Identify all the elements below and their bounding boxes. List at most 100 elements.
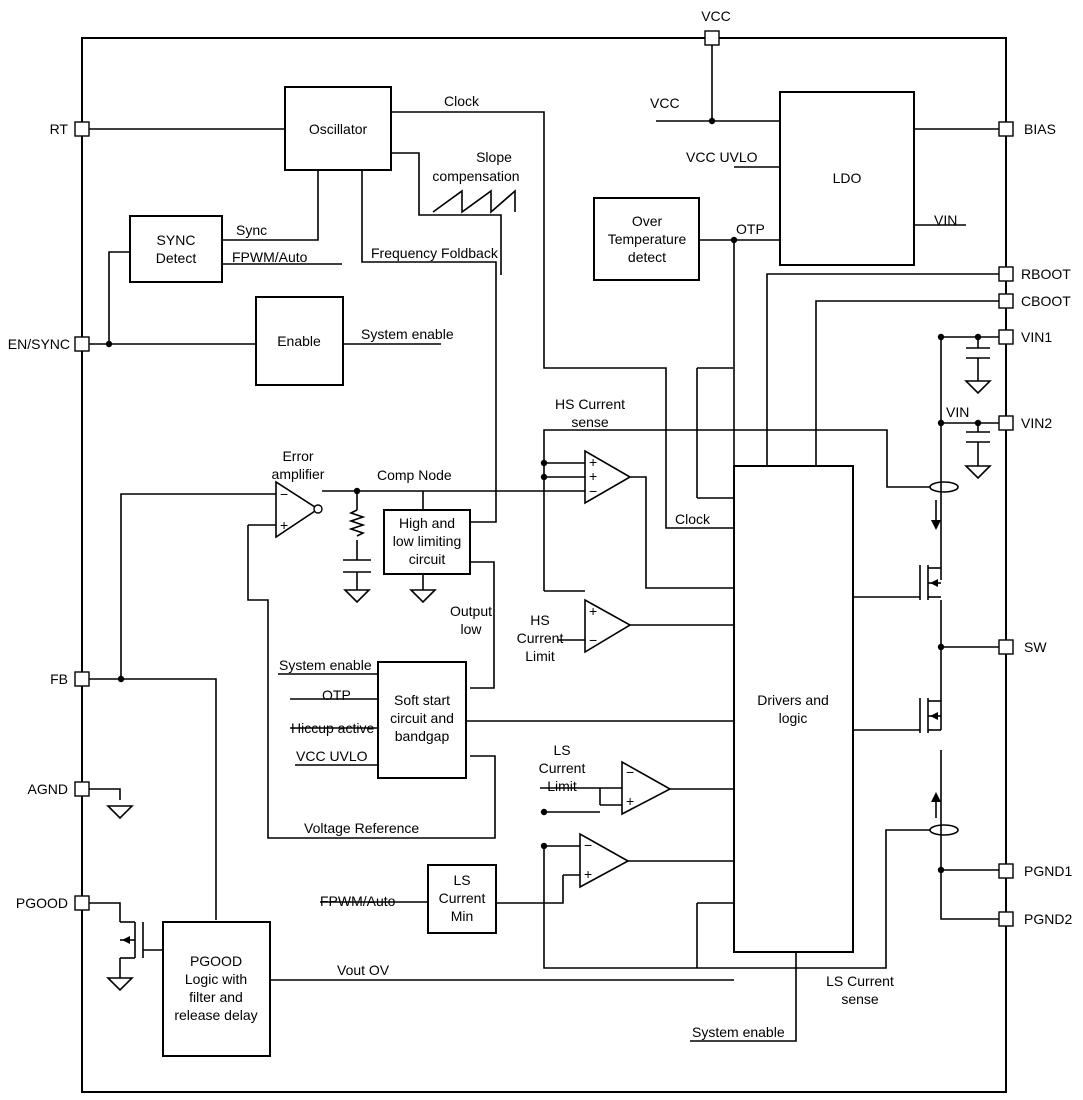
ground-icon (409, 589, 437, 604)
ls-current-min-comparator: − + (579, 832, 630, 889)
soft-start-label-2: circuit and (390, 710, 454, 726)
pin-agnd-label: AGND (28, 781, 68, 797)
svg-text:+: + (626, 793, 634, 809)
pin-cboot-label: CBOOT (1021, 293, 1071, 309)
sync-detect-label-1: SYNC (157, 232, 196, 248)
ls-current-min-block: LS Current Min (427, 864, 497, 934)
otp-label-1: Over (632, 213, 663, 229)
pin-pgnd2-label: PGND2 (1024, 911, 1072, 927)
svg-text:−: − (589, 483, 597, 499)
pgood-logic-label-1: PGOOD (190, 953, 242, 969)
oscillator-block: Oscillator (284, 86, 392, 171)
sync-label: Sync (236, 222, 267, 238)
ground-icon (964, 380, 992, 395)
hs-pwm-comparator: + + − (584, 449, 632, 505)
ss-otp-label: OTP (322, 687, 351, 703)
otp-label-3: detect (628, 249, 666, 265)
vcc-uvlo-label: VCC UVLO (686, 149, 758, 165)
fpwm-auto-ls-label: FPWM/Auto (320, 893, 396, 909)
vcc-input-label: VCC (650, 95, 680, 111)
ground-icon (964, 465, 992, 480)
oscillator-label: Oscillator (309, 121, 368, 137)
ls-min-label-1: LS (453, 872, 470, 888)
ls-min-label-2: Current (439, 890, 486, 906)
pin-pgnd1-label: PGND1 (1024, 863, 1072, 879)
junction-dots (105, 117, 982, 874)
vin1-capacitor (966, 347, 990, 359)
sync-detect-label-2: Detect (156, 250, 197, 266)
pin-pgood: PGOOD (16, 895, 90, 911)
pin-en-sync-label: EN/SYNC (8, 336, 70, 352)
sync-detect-block: SYNC Detect (129, 215, 223, 283)
enable-block: Enable (255, 296, 344, 386)
pin-vin1: VIN1 (998, 329, 1052, 345)
current-arrow-down-icon (931, 500, 941, 530)
pin-pgnd2: PGND2 (998, 911, 1072, 927)
frequency-foldback-label: Frequency Foldback (371, 245, 499, 261)
otp-label-2: Temperature (608, 231, 687, 247)
vout-ov-label: Vout OV (337, 962, 390, 978)
high-side-mosfet-icon (919, 565, 941, 600)
error-amplifier: − + (275, 480, 323, 539)
clock-driver-label: Clock (675, 511, 711, 527)
ground-icon (106, 805, 134, 820)
ss-system-enable-label: System enable (279, 657, 372, 673)
ls-min-label-3: Min (451, 908, 474, 924)
svg-text:−: − (584, 837, 592, 853)
pin-vin2: VIN2 (998, 415, 1052, 431)
hiccup-active-label: Hiccup active (291, 720, 374, 736)
pin-agnd: AGND (28, 781, 90, 797)
system-enable-label: System enable (361, 326, 454, 342)
ground-icon (343, 589, 371, 604)
ldo-block: LDO (779, 91, 915, 266)
ground-icon (106, 977, 134, 992)
limiting-label-3: circuit (409, 551, 446, 567)
hs-current-limit-label-2: Current (517, 630, 564, 646)
hs-current-sense-label-1: HS Current (555, 396, 625, 412)
slope-compensation-label-2: compensation (432, 168, 519, 184)
soft-start-block: Soft start circuit and bandgap (377, 661, 467, 779)
pgood-mosfet-icon (120, 921, 144, 959)
fpwm-auto-label: FPWM/Auto (232, 249, 308, 265)
hs-current-sense-icon (929, 481, 959, 493)
pin-rt-label: RT (50, 121, 69, 137)
sawtooth-icon (432, 189, 516, 214)
pin-cboot: CBOOT (998, 293, 1071, 309)
low-side-mosfet-icon (919, 698, 941, 733)
pin-rt: RT (50, 121, 90, 137)
drivers-label-2: logic (779, 710, 808, 726)
pin-vcc-label: VCC (701, 8, 731, 24)
ls-current-limit-label-1: LS (553, 742, 570, 758)
ls-current-sense-label-1: LS Current (826, 973, 894, 989)
pgood-logic-label-3: filter and (189, 989, 243, 1005)
vin2-capacitor (966, 431, 990, 443)
pin-bias-label: BIAS (1024, 121, 1056, 137)
hs-current-sense-label-2: sense (571, 414, 609, 430)
pgood-logic-block: PGOOD Logic with filter and release dela… (162, 921, 271, 1057)
svg-text:−: − (626, 764, 634, 780)
ldo-label: LDO (833, 170, 862, 186)
ls-current-limit-comparator: − + (621, 760, 672, 816)
pin-bias: BIAS (998, 121, 1056, 137)
vin-node-label: VIN (946, 404, 969, 420)
pin-sw: SW (998, 639, 1047, 655)
drivers-label-1: Drivers and (757, 692, 829, 708)
soft-start-label-3: bandgap (395, 728, 450, 744)
pin-vin1-label: VIN1 (1021, 329, 1052, 345)
svg-text:+: + (280, 517, 288, 533)
ldo-vin-label: VIN (934, 212, 957, 228)
svg-text:+: + (589, 468, 597, 484)
svg-text:+: + (589, 603, 597, 619)
comp-capacitor (343, 559, 371, 573)
voltage-reference-label: Voltage Reference (304, 820, 419, 836)
pin-vin2-label: VIN2 (1021, 415, 1052, 431)
hs-current-limit-label-1: HS (530, 612, 549, 628)
enable-label: Enable (277, 333, 321, 349)
comp-node-label: Comp Node (377, 467, 452, 483)
pin-fb: FB (50, 671, 90, 687)
current-arrow-up-icon (931, 792, 941, 818)
svg-text:−: − (280, 486, 288, 502)
ls-current-limit-label-3: Limit (547, 778, 577, 794)
ls-current-sense-icon (929, 824, 959, 836)
otp-block: Over Temperature detect (593, 197, 700, 281)
